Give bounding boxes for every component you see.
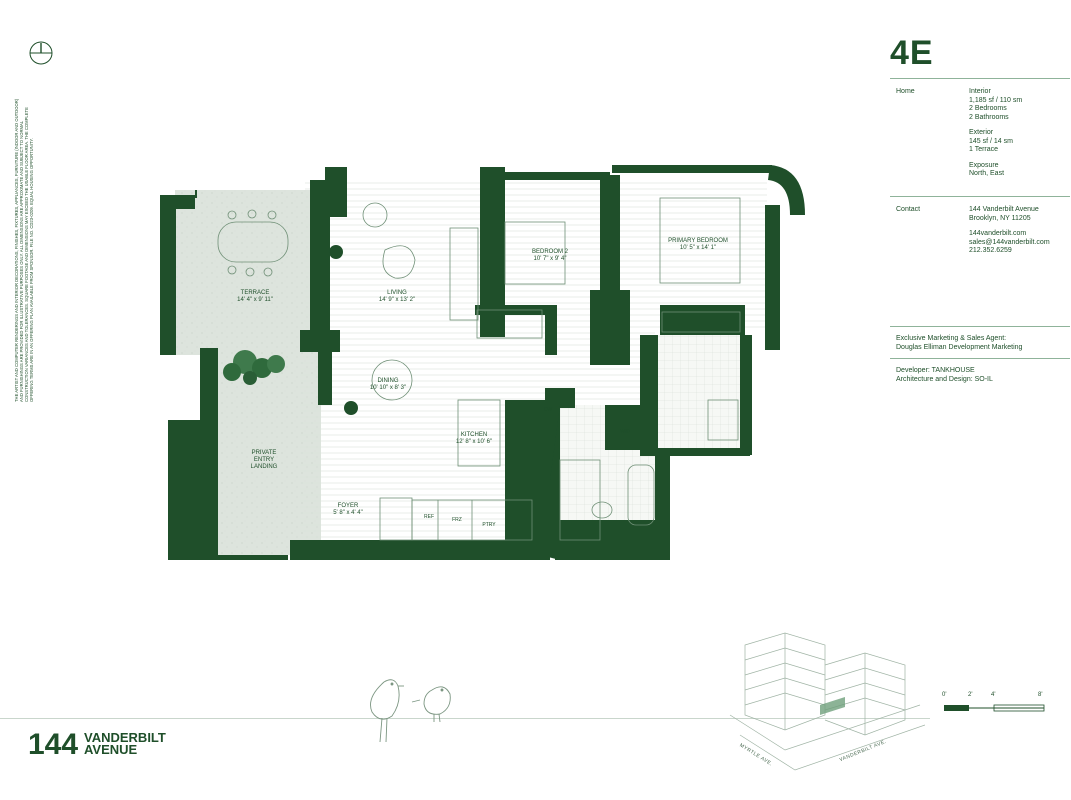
exposure-label: Exposure <box>969 161 999 169</box>
scale-2: 2' <box>968 692 973 698</box>
exposure-value: North, East <box>969 170 1005 177</box>
unit-title: 4E <box>890 34 934 72</box>
terrace-count: 1 Terrace <box>969 146 999 153</box>
room-name: PRIVATE <box>251 450 277 456</box>
room-dims: 10' 7" x 9' 4" <box>533 256 567 262</box>
interior-label: Interior <box>969 88 991 95</box>
interior-area: 1,185 sf / 110 sm <box>969 96 1023 104</box>
appliance-ptry: PTRY <box>482 522 496 528</box>
exterior-label: Exterior <box>969 129 994 136</box>
bedrooms-count: 2 Bedrooms <box>969 105 1007 112</box>
scale-8: 8' <box>1038 692 1043 698</box>
exterior-area: 145 sf / 14 sm <box>969 137 1013 145</box>
room-bedroom-2: BEDROOM 2 10' 7" x 9' 4" <box>532 249 568 263</box>
contact-label: Contact <box>896 206 921 213</box>
column-icon <box>329 245 343 259</box>
birds-illustration-icon <box>370 679 451 743</box>
room-primary-bedroom: PRIMARY BEDROOM 10' 5" x 14' 1" <box>668 238 728 252</box>
address-line-1: 144 Vanderbilt Avenue <box>969 206 1039 213</box>
column-icon <box>344 401 358 415</box>
developer-block: Developer: TANKHOUSE Architecture and De… <box>896 367 993 384</box>
divider <box>890 78 1070 79</box>
room-name: LIVING <box>387 290 407 296</box>
brand-name: VANDERBILT AVENUE <box>84 730 166 757</box>
primary-bath-floor <box>655 335 745 450</box>
room-name: DINING <box>377 378 399 384</box>
ground-line <box>0 718 930 719</box>
room-dims: 14' 4" x 9' 11" <box>237 297 273 303</box>
room-dims: 10' 10" x 8' 3" <box>369 385 407 391</box>
appliance-ref: REF <box>424 514 434 520</box>
room-dims: 12' 8" x 10' 6" <box>455 439 493 445</box>
room-name: LANDING <box>250 464 278 470</box>
room-dining: DINING 10' 10" x 8' 3" <box>370 378 406 392</box>
address-line-2: Brooklyn, NY 11205 <box>969 214 1031 222</box>
appliance-wd: W/D <box>620 429 630 435</box>
scale-4: 4' <box>991 692 996 698</box>
home-details: Interior 1,185 sf / 110 sm 2 Bedrooms 2 … <box>969 88 1022 179</box>
room-terrace: TERRACE 14' 4" x 9' 11" <box>237 290 273 304</box>
brand-line-1: VANDERBILT <box>84 730 166 745</box>
dining-kitchen-floor <box>300 330 545 545</box>
room-private-entry-landing: PRIVATE ENTRY LANDING <box>251 450 278 471</box>
brand-number: 144 <box>28 728 79 761</box>
developer-name: Developer: TANKHOUSE <box>896 367 975 374</box>
walls <box>160 165 805 560</box>
furniture <box>217 197 741 541</box>
appliance-dw: DW <box>543 407 553 413</box>
terrace-floor <box>175 190 310 355</box>
marketing-block: Exclusive Marketing & Sales Agent: Dougl… <box>896 335 1022 352</box>
phone-number[interactable]: 212.352.6259 <box>969 247 1012 254</box>
room-dims: 14' 9" x 13' 2" <box>378 297 416 303</box>
room-living: LIVING 14' 9" x 13' 2" <box>379 290 415 304</box>
divider <box>890 196 1070 197</box>
room-name: TERRACE <box>240 290 270 296</box>
planter-icon <box>223 350 285 385</box>
room-name: BEDROOM 2 <box>531 249 569 255</box>
appliance-frz: FRZ <box>452 517 462 523</box>
brand-line-2: AVENUE <box>84 742 138 757</box>
north-arrow-icon <box>29 41 53 65</box>
divider <box>890 326 1070 327</box>
room-kitchen: KITCHEN 12' 8" x 10' 6" <box>456 432 492 446</box>
marketing-title: Exclusive Marketing & Sales Agent: <box>896 335 1007 342</box>
website-link[interactable]: 144vanderbilt.com <box>969 230 1027 237</box>
room-dims: 10' 5" x 14' 1" <box>679 245 717 251</box>
room-foyer: FOYER 5' 8" x 4' 4" <box>333 503 363 517</box>
architect-name: Architecture and Design: SO-IL <box>896 375 993 383</box>
email-link[interactable]: sales@144vanderbilt.com <box>969 238 1050 246</box>
room-name: FOYER <box>337 503 359 509</box>
room-name: ENTRY <box>253 457 275 463</box>
divider <box>890 358 1070 359</box>
building-axonometric-icon <box>729 632 925 771</box>
scale-0: 0' <box>942 692 947 698</box>
room-name: PRIMARY BEDROOM <box>668 238 728 244</box>
room-name: KITCHEN <box>460 432 488 438</box>
marketing-agent: Douglas Elliman Development Marketing <box>896 343 1023 351</box>
room-dims: 5' 8" x 4' 4" <box>333 510 363 516</box>
bathrooms-count: 2 Bathrooms <box>969 113 1009 121</box>
contact-details: 144 Vanderbilt Avenue Brooklyn, NY 11205… <box>969 206 1050 256</box>
home-label: Home <box>896 88 915 95</box>
scale-bar <box>944 704 1045 712</box>
